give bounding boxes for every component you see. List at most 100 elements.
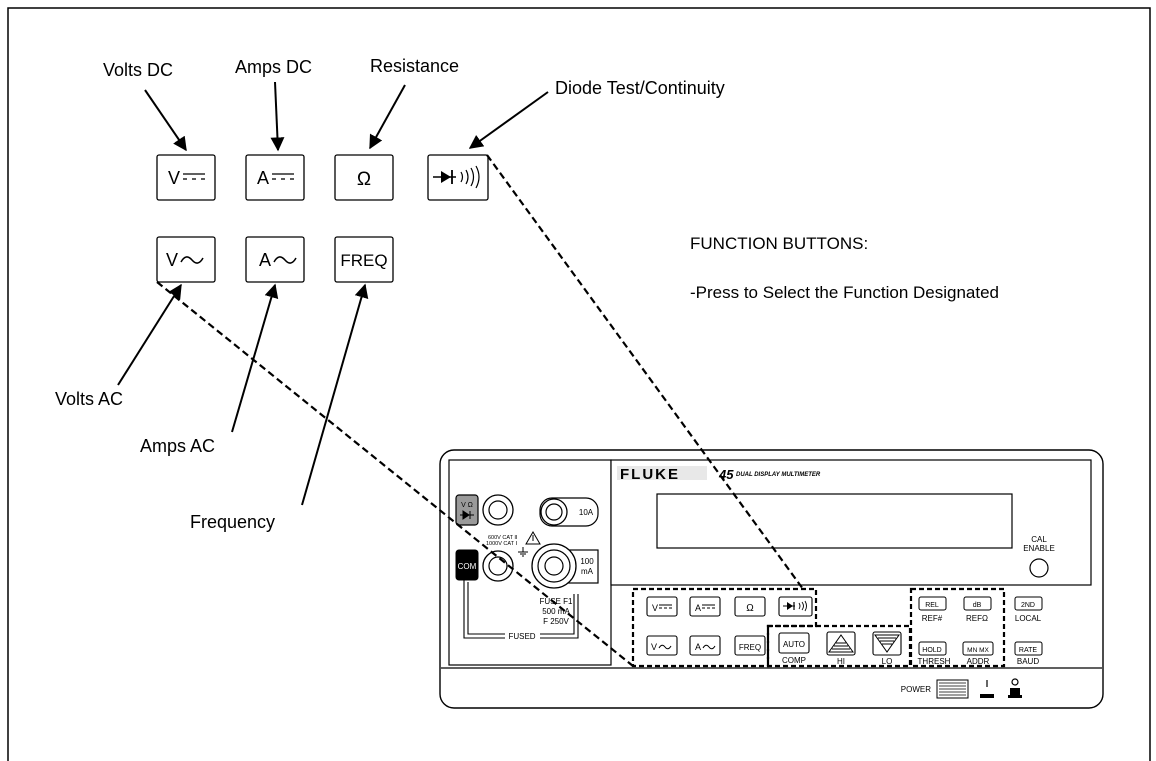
diode-icon [460, 510, 474, 520]
svg-text:V: V [651, 642, 657, 652]
fused-label: FUSED [508, 632, 535, 641]
warning-icon [525, 531, 541, 545]
label-volts-ac: Volts AC [55, 389, 123, 409]
baud-label: BAUD [1017, 657, 1039, 666]
fuse-label-1: FUSE F1 [540, 597, 573, 606]
thresh-label: THRESH [918, 657, 951, 666]
svg-text:FREQ: FREQ [739, 643, 761, 652]
addr-label: ADDR [967, 657, 990, 666]
diode-continuity-icon [433, 165, 480, 189]
brand-logo: FLUKE [620, 466, 680, 483]
arrow-diode [468, 91, 549, 149]
svg-text:AUTO: AUTO [783, 640, 805, 649]
model-subtitle: DUAL DISPLAY MULTIMETER [736, 472, 821, 478]
multimeter-front-panel: FLUKE 45 DUAL DISPLAY MULTIMETER CAL ENA… [439, 449, 1104, 709]
svg-text:REL: REL [925, 602, 939, 609]
cal-label-2: ENABLE [1023, 544, 1055, 553]
meter-button-v-ac[interactable]: V [646, 635, 678, 656]
meter-button-a-ac[interactable]: A [689, 635, 721, 656]
ac-wave-icon [180, 256, 204, 264]
meter-button-lo[interactable] [872, 631, 902, 656]
big-button-diode[interactable] [427, 154, 489, 201]
jack-v-ohm-text: V Ω [461, 502, 473, 509]
arrow-volts-dc [144, 89, 187, 152]
power-label: POWER [901, 685, 931, 694]
svg-text:A: A [257, 168, 269, 188]
meter-button-db[interactable]: dB [963, 596, 992, 611]
arrow-amps-dc [270, 81, 285, 152]
cal-enable-button[interactable] [1029, 558, 1049, 578]
jack-10a-label: 10A [579, 508, 594, 517]
meter-button-hi[interactable] [826, 631, 856, 656]
svg-text:V: V [168, 168, 180, 188]
jack-100ma-label-1: 100 [580, 557, 594, 566]
cal-label-1: CAL [1031, 535, 1047, 544]
meter-button-rate[interactable]: RATE [1014, 641, 1043, 656]
meter-button-ohm[interactable]: Ω [734, 596, 766, 617]
fuse-label-3: F 250V [543, 617, 569, 626]
com-label: COM [458, 562, 477, 571]
arrow-resistance [369, 84, 406, 150]
svg-text:V: V [166, 250, 178, 270]
svg-text:MN MX: MN MX [967, 647, 989, 654]
big-button-resistance[interactable]: Ω [334, 154, 394, 201]
comp-label: COMP [782, 656, 806, 665]
svg-text:A: A [259, 250, 271, 270]
big-button-freq[interactable]: FREQ [334, 236, 394, 283]
enlarged-buttons: V A Ω V [156, 154, 489, 283]
svg-text:V: V [652, 603, 658, 613]
big-button-volts-dc[interactable]: V [156, 154, 216, 201]
lcd-display [656, 493, 1013, 549]
cat-rating-1: 600V CAT Ⅱ [488, 535, 517, 541]
meter-button-v-dc[interactable]: V [646, 596, 678, 617]
svg-text:RATE: RATE [1019, 647, 1037, 654]
svg-text:HOLD: HOLD [922, 647, 941, 654]
com-label-plate [455, 549, 479, 581]
label-frequency: Frequency [190, 512, 275, 532]
big-button-amps-dc[interactable]: A [245, 154, 305, 201]
meter-button-freq[interactable]: FREQ [734, 635, 766, 656]
power-switch[interactable] [936, 679, 969, 699]
label-amps-dc: Amps DC [235, 57, 312, 77]
label-amps-ac: Amps AC [140, 436, 215, 456]
meter-button-hold[interactable]: HOLD [918, 641, 947, 656]
label-resistance: Resistance [370, 56, 459, 76]
local-label: LOCAL [1015, 614, 1042, 623]
svg-text:dB: dB [973, 602, 982, 609]
ref-ohm-label: REFΩ [966, 614, 988, 623]
diode-continuity-icon [783, 600, 807, 612]
meter-button-mnmx[interactable]: MN MX [962, 641, 994, 656]
meter-button-auto[interactable]: AUTO [778, 632, 810, 654]
svg-text:Ω: Ω [746, 603, 754, 614]
big-button-volts-ac[interactable]: V [156, 236, 216, 283]
info-heading: FUNCTION BUTTONS: [690, 234, 868, 253]
power-on-off-icon [980, 678, 1022, 698]
info-description: -Press to Select the Function Designated [690, 283, 999, 302]
lo-label: LO [882, 657, 893, 666]
ac-wave-icon [658, 644, 672, 650]
arrow-frequency [301, 283, 369, 506]
svg-text:FREQ: FREQ [340, 251, 387, 270]
model-number: 45 [718, 467, 734, 482]
figure-frame [7, 7, 1151, 761]
meter-button-2nd[interactable]: 2ND [1014, 596, 1043, 611]
label-volts-dc: Volts DC [103, 60, 173, 80]
meter-button-rel[interactable]: REL [918, 596, 947, 611]
label-diode-test: Diode Test/Continuity [555, 78, 725, 98]
arrow-volts-ac [117, 283, 182, 386]
fuse-label-2: 500 mA [542, 607, 570, 616]
hi-label: HI [837, 657, 845, 666]
svg-text:A: A [695, 642, 701, 652]
cat-rating-2: 1000V CAT Ⅰ [486, 541, 517, 547]
big-button-amps-ac[interactable]: A [245, 236, 305, 283]
up-triangle-icon [828, 634, 854, 653]
meter-button-diode[interactable] [778, 596, 813, 617]
down-triangle-icon [874, 634, 900, 653]
ref-num-label: REF# [922, 614, 943, 623]
meter-button-a-dc[interactable]: A [689, 596, 721, 617]
svg-text:Ω: Ω [357, 169, 371, 190]
meter-buttons: V A Ω [646, 596, 1043, 666]
ac-wave-icon [702, 644, 716, 650]
fused-line [463, 580, 579, 639]
